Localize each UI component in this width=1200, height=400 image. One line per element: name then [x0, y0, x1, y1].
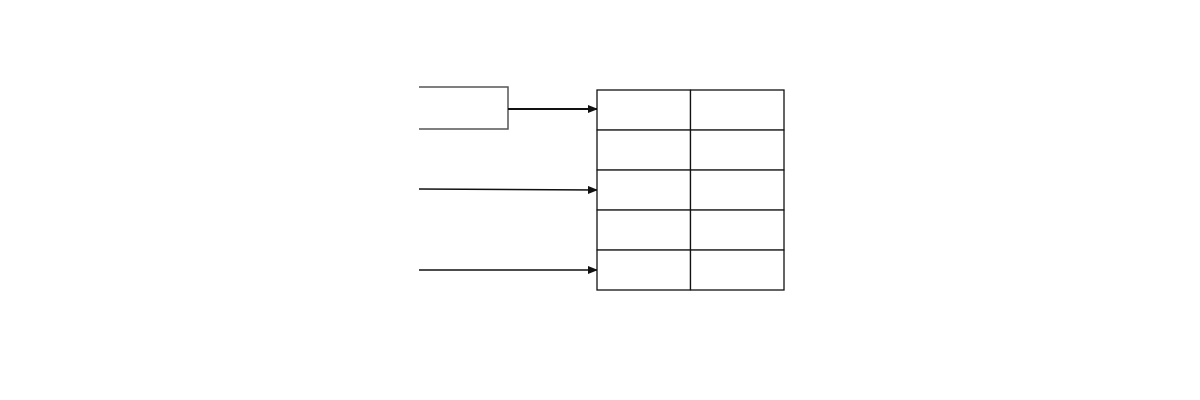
table-cell: [596, 89, 692, 131]
table-cell: [596, 249, 692, 291]
source-box-outline: [419, 86, 509, 130]
table-cell: [689, 129, 785, 171]
source-box: [419, 86, 509, 130]
table-cell: [596, 169, 692, 211]
table-cell: [596, 129, 692, 171]
table-cell: [689, 249, 785, 291]
table-cell: [689, 209, 785, 251]
pointer-arrow-2: [418, 185, 598, 194]
table-grid: [596, 89, 785, 291]
pointer-arrows: [418, 105, 598, 274]
table-cell: [689, 89, 785, 131]
table-cell: [689, 169, 785, 211]
table-cell: [596, 209, 692, 251]
